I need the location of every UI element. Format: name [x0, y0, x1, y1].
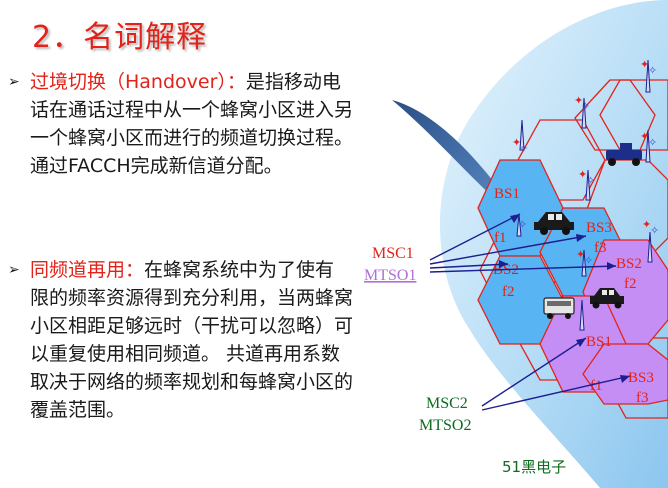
svg-text:✦: ✦: [642, 218, 651, 231]
cell-freq: f2: [624, 276, 637, 292]
bullet-text: 在蜂窝系统中为了使有限的频率资源得到充分利用，当两蜂窝小区相距足够远时（干扰可以…: [30, 259, 354, 421]
svg-text:✦: ✦: [640, 58, 649, 71]
svg-text:✧: ✧: [648, 136, 657, 149]
svg-text:✦: ✦: [640, 130, 649, 143]
svg-text:✧: ✧: [518, 218, 527, 231]
svg-text:✦: ✦: [512, 136, 521, 149]
mtso1-link[interactable]: MTSO1: [364, 267, 416, 284]
pickup-truck-icon: [606, 143, 642, 166]
cell-label: BS3: [628, 370, 654, 386]
svg-text:✦: ✦: [574, 94, 583, 107]
cell-label: BS1: [586, 334, 612, 350]
cell-label: BS1: [494, 186, 520, 202]
bullet-handover: ➢ 过境切换（Handover）：是指移动电话在通话过程中从一个蜂窝小区进入另一…: [8, 68, 353, 180]
cell-freq: f3: [594, 240, 607, 256]
bullet-term: 同频道再用：: [30, 259, 145, 281]
page-title: 2．名词解释: [32, 20, 208, 55]
bullet-term: 过境切换（Handover）：: [30, 71, 246, 93]
svg-text:✧: ✧: [581, 100, 590, 113]
sparkle-icons: ✦✧ ✦✧ ✦✧ ✦✧ ✦✧ ✦✧ ✦✧ ✦✧: [510, 58, 659, 267]
watermark: 51黑电子: [502, 458, 566, 476]
bullet-frequency-reuse: ➢ 同频道再用：在蜂窝系统中为了使有限的频率资源得到充分利用，当两蜂窝小区相距足…: [8, 256, 353, 424]
arrowheads: [499, 214, 630, 383]
mtso2-label: MTSO2: [419, 417, 471, 434]
msc2-label: MSC2: [426, 395, 468, 412]
tower-icons: [516, 59, 653, 331]
bus-icon: [543, 297, 575, 319]
svg-text:✧: ✧: [650, 224, 659, 237]
bullet-text: 是指移动电话在通话过程中从一个蜂窝小区进入另一个蜂窝小区而进行的频道切换过程。通…: [30, 71, 354, 177]
cell-label: BS2: [616, 256, 642, 272]
svg-text:✧: ✧: [648, 64, 657, 77]
bullet-arrow-icon: ➢: [8, 74, 20, 90]
bullet-arrow-icon: ➢: [8, 262, 20, 278]
car-icon: [590, 288, 624, 309]
cell-freq: f3: [636, 390, 649, 406]
svg-text:✦: ✦: [578, 168, 587, 181]
car-icon: [534, 212, 574, 235]
cell-freq: f2: [502, 284, 515, 300]
svg-text:✦: ✦: [576, 248, 585, 261]
cell-label: BS3: [586, 220, 612, 236]
svg-text:✧: ✧: [519, 142, 528, 155]
svg-text:✧: ✧: [584, 254, 593, 267]
msc1-label: MSC1: [372, 245, 414, 262]
cell-freq: f1: [590, 378, 603, 394]
connection-arrows: [429, 213, 631, 411]
cell-freq: f1: [494, 230, 507, 246]
cell-bs3-bottom-right: [582, 343, 668, 405]
svg-text:✧: ✧: [586, 174, 595, 187]
